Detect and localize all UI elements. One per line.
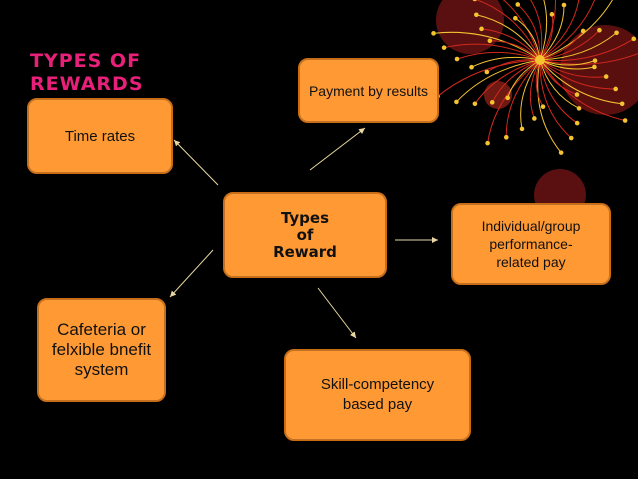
node-types-of-reward: Types of Reward (223, 192, 387, 278)
node-performance-related-pay-label: Individual/group performance- related pa… (481, 218, 581, 270)
title-line-2: REWARDS (30, 73, 144, 95)
arrow-to-time-rates (173, 139, 219, 186)
arrow-to-payment-by-results (309, 127, 366, 171)
node-time-rates-label: Time rates (64, 127, 136, 145)
node-payment-by-results: Payment by results (298, 58, 439, 123)
node-skill-competency-pay-label: Skill-competency based pay (320, 376, 435, 413)
arrow-to-cafeteria (169, 249, 214, 298)
node-skill-competency-pay: Skill-competency based pay (284, 349, 471, 441)
node-performance-related-pay: Individual/group performance- related pa… (451, 203, 611, 285)
title-line-1: TYPES OF (30, 50, 142, 72)
arrow-to-skill-competency (317, 287, 357, 339)
node-types-of-reward-label: Types of Reward (273, 208, 337, 261)
node-time-rates: Time rates (27, 98, 173, 174)
slide-title: TYPES OF REWARDS (30, 50, 144, 96)
node-payment-by-results-label: Payment by results (308, 82, 429, 99)
node-cafeteria-benefit-system-label: Cafeteria or felxible bnefit system (51, 320, 152, 379)
node-cafeteria-benefit-system: Cafeteria or felxible bnefit system (37, 298, 166, 402)
